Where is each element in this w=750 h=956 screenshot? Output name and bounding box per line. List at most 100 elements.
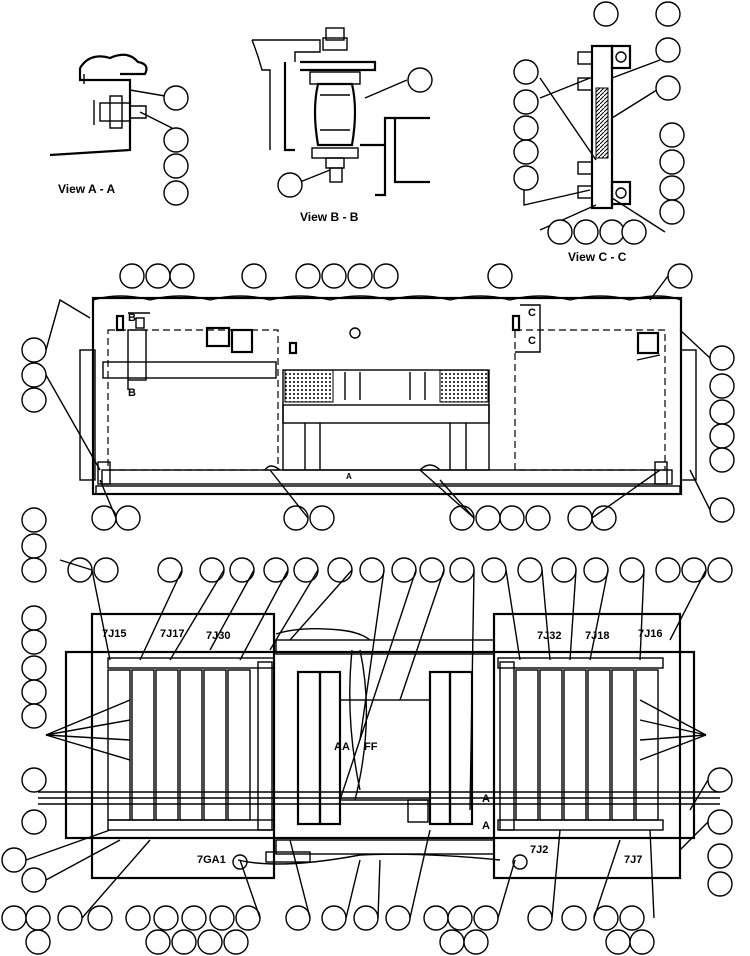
leader-line (439, 479, 475, 519)
callout-bubble (321, 263, 347, 289)
callout-bubble (359, 557, 385, 583)
leader-line (469, 569, 475, 811)
left-card-rack (107, 661, 273, 831)
callout-bubble (145, 263, 171, 289)
callout-bubble (487, 263, 513, 289)
callout-bubble (115, 505, 141, 531)
callout-bubble (309, 505, 335, 531)
leader-line (679, 821, 709, 851)
leader-line (359, 569, 385, 741)
leader-line (45, 298, 91, 351)
leader-line (25, 829, 111, 861)
callout-bubble (21, 605, 47, 631)
callout-bubble (619, 905, 645, 931)
leader-line (45, 734, 131, 741)
callout-bubble (447, 905, 473, 931)
callout-bubble (707, 809, 733, 835)
callout-bubble (327, 557, 353, 583)
leader-line (45, 719, 131, 736)
callout-bubble (21, 387, 47, 413)
callout-bubble (463, 929, 489, 955)
callout-bubble (475, 505, 501, 531)
top-view-assembly (79, 295, 697, 496)
callout-bubble (21, 557, 47, 583)
callout-bubble (439, 929, 465, 955)
callout-bubble (621, 219, 647, 245)
callout-bubble (449, 557, 475, 583)
section-mark-a-upper: A (482, 793, 490, 805)
callout-bubble (87, 905, 113, 931)
callout-bubble (263, 557, 289, 583)
connector-7j18: 7J18 (585, 630, 609, 642)
callout-bubble (25, 905, 51, 931)
leader-line (45, 839, 121, 881)
callout-bubble (229, 557, 255, 583)
callout-bubble (513, 165, 539, 191)
leader-line (639, 734, 707, 741)
callout-bubble (353, 905, 379, 931)
leader-line (593, 839, 621, 919)
callout-bubble (659, 175, 685, 201)
callout-bubble (21, 767, 47, 793)
back-view-assembly (38, 612, 720, 880)
leader-line (541, 569, 551, 661)
leader-line (639, 699, 707, 736)
callout-bubble (67, 557, 93, 583)
callout-bubble (567, 505, 593, 531)
callout-bubble (619, 557, 645, 583)
leader-line (669, 569, 707, 641)
leader-line (689, 469, 711, 511)
callout-bubble (199, 557, 225, 583)
callout-bubble (21, 655, 47, 681)
callout-bubble (517, 557, 543, 583)
leader-line (99, 479, 117, 519)
callout-bubble (527, 905, 553, 931)
callout-bubble (605, 929, 631, 955)
callout-bubble (481, 557, 507, 583)
leader-line (689, 779, 709, 811)
callout-bubble (171, 929, 197, 955)
connector-7ga1: 7GA1 (197, 854, 226, 866)
leader-line (239, 569, 289, 661)
callout-bubble (321, 905, 347, 931)
callout-bubble (667, 263, 693, 289)
leader-line (551, 829, 561, 919)
leader-line (91, 569, 111, 661)
callout-bubble (655, 1, 681, 27)
leader-lines (25, 275, 711, 919)
callout-bubble (347, 263, 373, 289)
callout-bubble (125, 905, 151, 931)
callout-bubble (21, 629, 47, 655)
connector-7j15: 7J15 (102, 628, 126, 640)
callout-bubble (551, 557, 577, 583)
callout-bubble (709, 399, 735, 425)
leader-line (649, 829, 655, 919)
connector-7j2: 7J2 (530, 844, 548, 856)
callout-bubbles (1, 1, 735, 955)
view-c-caption: View C - C (568, 250, 627, 264)
connector-7j17: 7J17 (160, 628, 184, 640)
callout-bubble (707, 843, 733, 869)
wire-mark-ff: FF (364, 741, 378, 753)
leader-line (399, 569, 445, 701)
section-mark-b-lower: B (128, 387, 136, 399)
leader-line (169, 569, 225, 661)
callout-bubble (709, 373, 735, 399)
callout-bubble (21, 867, 47, 893)
callout-bubble (145, 929, 171, 955)
section-mark-c-upper: C (528, 307, 536, 319)
view-a-caption: View A - A (58, 182, 115, 196)
callout-bubble (659, 149, 685, 175)
leader-line (409, 829, 431, 919)
callout-bubble (119, 263, 145, 289)
leader-line (377, 859, 381, 919)
callout-bubble (21, 362, 47, 388)
leader-line (45, 699, 131, 736)
callout-bubble (513, 139, 539, 165)
callout-bubble (21, 507, 47, 533)
callout-bubble (513, 59, 539, 85)
leader-line (591, 469, 661, 519)
callout-bubble (181, 905, 207, 931)
callout-bubble (593, 905, 619, 931)
